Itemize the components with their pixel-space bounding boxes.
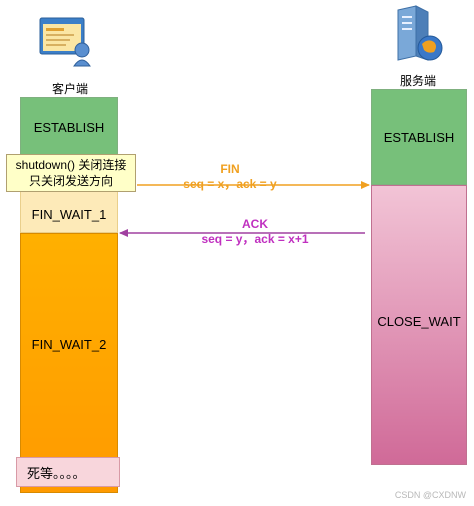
shutdown-note-line1: shutdown() 关闭连接 bbox=[15, 158, 127, 172]
server-icon bbox=[390, 4, 448, 66]
watermark: CSDN @CXDNW bbox=[394, 490, 466, 500]
ack-detail: seq = y，ack = x+1 bbox=[201, 232, 309, 246]
server-state-establish-label: ESTABLISH bbox=[383, 129, 455, 145]
client-state-fin-wait-1-label: FIN_WAIT_1 bbox=[31, 206, 107, 222]
client-label: 客户端 bbox=[51, 82, 88, 96]
dead-wait-box: 死等。。。。 bbox=[16, 457, 120, 487]
server-state-close-wait-label: CLOSE_WAIT bbox=[377, 314, 461, 329]
client-icon bbox=[38, 16, 96, 68]
client-state-establish: ESTABLISH bbox=[20, 97, 118, 157]
client-state-fin-wait-2: FIN_WAIT_2 bbox=[20, 233, 118, 493]
shutdown-note-line2: 只关闭发送方向 bbox=[28, 174, 113, 188]
fin-title: FIN bbox=[220, 162, 240, 176]
server-state-close-wait: CLOSE_WAIT bbox=[371, 185, 467, 465]
shutdown-note: shutdown() 关闭连接 只关闭发送方向 bbox=[6, 154, 136, 192]
ack-message-label: ACK seq = y，ack = x+1 bbox=[180, 217, 330, 247]
fin-detail: seq = x，ack = y bbox=[183, 177, 277, 191]
client-state-fin-wait-2-label: FIN_WAIT_2 bbox=[31, 337, 107, 352]
fin-message-label: FIN seq = x，ack = y bbox=[160, 162, 300, 192]
server-label: 服务端 bbox=[399, 74, 436, 88]
dead-wait-label: 死等。。。。 bbox=[27, 465, 86, 481]
ack-title: ACK bbox=[242, 217, 268, 231]
client-state-establish-label: ESTABLISH bbox=[33, 119, 105, 135]
server-state-establish: ESTABLISH bbox=[371, 89, 467, 185]
